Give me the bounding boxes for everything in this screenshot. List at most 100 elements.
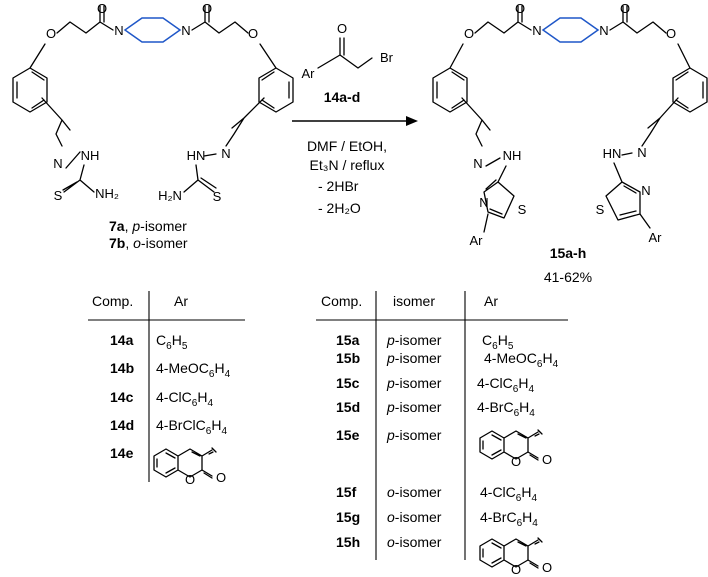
table-row: 15e p-isomer O O [336, 427, 552, 469]
right-hn: HN [187, 148, 206, 163]
piperazine-n-left: N [114, 23, 123, 38]
table-right-isomer: o-isomer [387, 509, 442, 525]
table-left-ar: 4-ClC6H4 [156, 389, 213, 409]
reagent-carbonyl-o: O [337, 21, 347, 36]
table-right-isomer: p-isomer [386, 332, 442, 348]
table-right-ar: 4-MeOC6H4 [484, 350, 559, 370]
piperazine-n-right: N [181, 23, 190, 38]
svg-text:O: O [511, 562, 521, 577]
right-amide-bonds [191, 5, 249, 34]
product-left-nh: NH [503, 148, 522, 163]
reaction-arrow-group: O Ar Br 14a-d DMF / EtOH, Et₃N / reflux … [292, 21, 418, 216]
left-nh2: NH₂ [95, 186, 119, 201]
product-left-ar-bond [483, 213, 489, 233]
product-piperazine-n-left: N [532, 23, 541, 38]
product-right-hn: HN [603, 146, 622, 161]
table-right-isomer: p-isomer [386, 427, 442, 443]
svg-text:O: O [216, 470, 226, 485]
product-piperazine-n-right: N [599, 23, 608, 38]
product-left-amide [474, 5, 532, 34]
table-right-isomer: o-isomer [387, 484, 442, 500]
table-left-comp: 14d [110, 417, 134, 433]
product-15: N N O O O O N NH N S Ar N HN S N Ar 15a-… [432, 1, 708, 285]
table-left: Comp. Ar 14a C6H5 14b 4-MeOC6H4 14c 4-Cl… [88, 291, 245, 487]
right-ether-o: O [248, 26, 258, 41]
right-carbonyl-o: O [202, 1, 212, 16]
table-right-ar: 4-BrC6H4 [477, 399, 535, 419]
left-thione-s: S [54, 188, 63, 203]
product-right-ether-o: O [666, 26, 676, 41]
product-right-nn [621, 152, 633, 156]
svg-text:O: O [542, 560, 552, 575]
left-carbonyl-o: O [97, 1, 107, 16]
table-right-header-isomer: isomer [393, 293, 435, 309]
table-right-isomer: p-isomer [386, 399, 442, 415]
product-left-nn [485, 157, 501, 167]
table-row: 14e O O [110, 445, 226, 487]
table-left-header-ar: Ar [174, 293, 188, 309]
left-nn-bond [65, 151, 81, 169]
right-hydrazone-chain [225, 97, 265, 147]
table-left-comp: 14e [110, 445, 134, 461]
right-h2n: H₂N [158, 188, 182, 203]
product-right-imine-n: N [637, 145, 646, 160]
left-amide-bonds [56, 5, 114, 34]
product-left-imine-n: N [473, 156, 482, 171]
coumarin-structure: O O [479, 429, 552, 469]
table-row: 15a p-isomer C6H5 [336, 332, 514, 352]
table-left-comp: 14a [110, 332, 134, 348]
product-label: 15a-h [550, 245, 587, 261]
product-right-amide [609, 5, 667, 34]
product-right-ar-bond [639, 213, 651, 229]
left-hydrazone-chain [41, 97, 71, 147]
reagent-ar: Ar [302, 66, 316, 81]
table-right-comp: 15h [336, 534, 360, 550]
svg-text:O: O [511, 454, 521, 469]
product-left-ar: Ar [470, 233, 484, 248]
table-right-isomer: p-isomer [386, 350, 442, 366]
table-right-comp: 15e [336, 427, 360, 443]
product-right-hydrazone [641, 97, 679, 147]
table-right-comp: 15g [336, 509, 360, 525]
left-ether-o: O [46, 26, 56, 41]
table-left-ar: 4-BrClC6H4 [156, 417, 227, 437]
table-row: 15f o-isomer 4-ClC6H4 [336, 484, 537, 504]
bromoacetophenone-bonds [317, 37, 373, 69]
product-left-ether-o: O [464, 26, 474, 41]
svg-text:O: O [542, 452, 552, 467]
table-right: Comp. isomer Ar 15a p-isomer C6H5 15b p-… [316, 291, 568, 577]
product-yield: 41-62% [544, 269, 592, 285]
table-right-ar: C6H5 [482, 332, 514, 352]
table-left-comp: 14c [110, 389, 134, 405]
byproduct-hbr: - 2HBr [318, 178, 359, 194]
table-row: 14b 4-MeOC6H4 [110, 360, 231, 380]
table-left-ar: 4-MeOC6H4 [156, 360, 231, 380]
product-left-carbonyl-o: O [515, 1, 525, 16]
condition-solvent: DMF / EtOH, [307, 138, 387, 154]
coumarin-structure: O O [153, 447, 226, 487]
right-thiourea [183, 164, 217, 193]
left-benzene-ring [12, 43, 48, 113]
table-right-ar: 4-ClC6H4 [480, 484, 537, 504]
table-left-header-comp: Comp. [92, 293, 133, 309]
product-left-benzene [432, 43, 468, 113]
table-left-comp: 14b [110, 360, 134, 376]
table-right-comp: 15a [336, 332, 360, 348]
coumarin-structure: O O [479, 537, 552, 577]
piperazine-ring [123, 17, 182, 43]
table-row: 14a C6H5 [110, 332, 188, 352]
starting-material-7: N N O O O O N NH S NH₂ N HN S H₂N 7a, p-… [12, 1, 294, 251]
table-row: 15h o-isomer O O [336, 534, 552, 577]
product-left-thiazole-n: N [479, 195, 488, 210]
right-imine-n: N [221, 146, 230, 161]
arrow-head [406, 116, 418, 126]
table-left-ar: C6H5 [156, 332, 188, 352]
table-right-comp: 15d [336, 399, 360, 415]
table-right-isomer: o-isomer [387, 534, 442, 550]
table-row: 15g o-isomer 4-BrC6H4 [336, 509, 538, 529]
table-right-header-ar: Ar [484, 293, 498, 309]
table-row: 14c 4-ClC6H4 [110, 389, 213, 409]
product-piperazine-ring [541, 17, 600, 43]
svg-text:O: O [185, 472, 195, 487]
